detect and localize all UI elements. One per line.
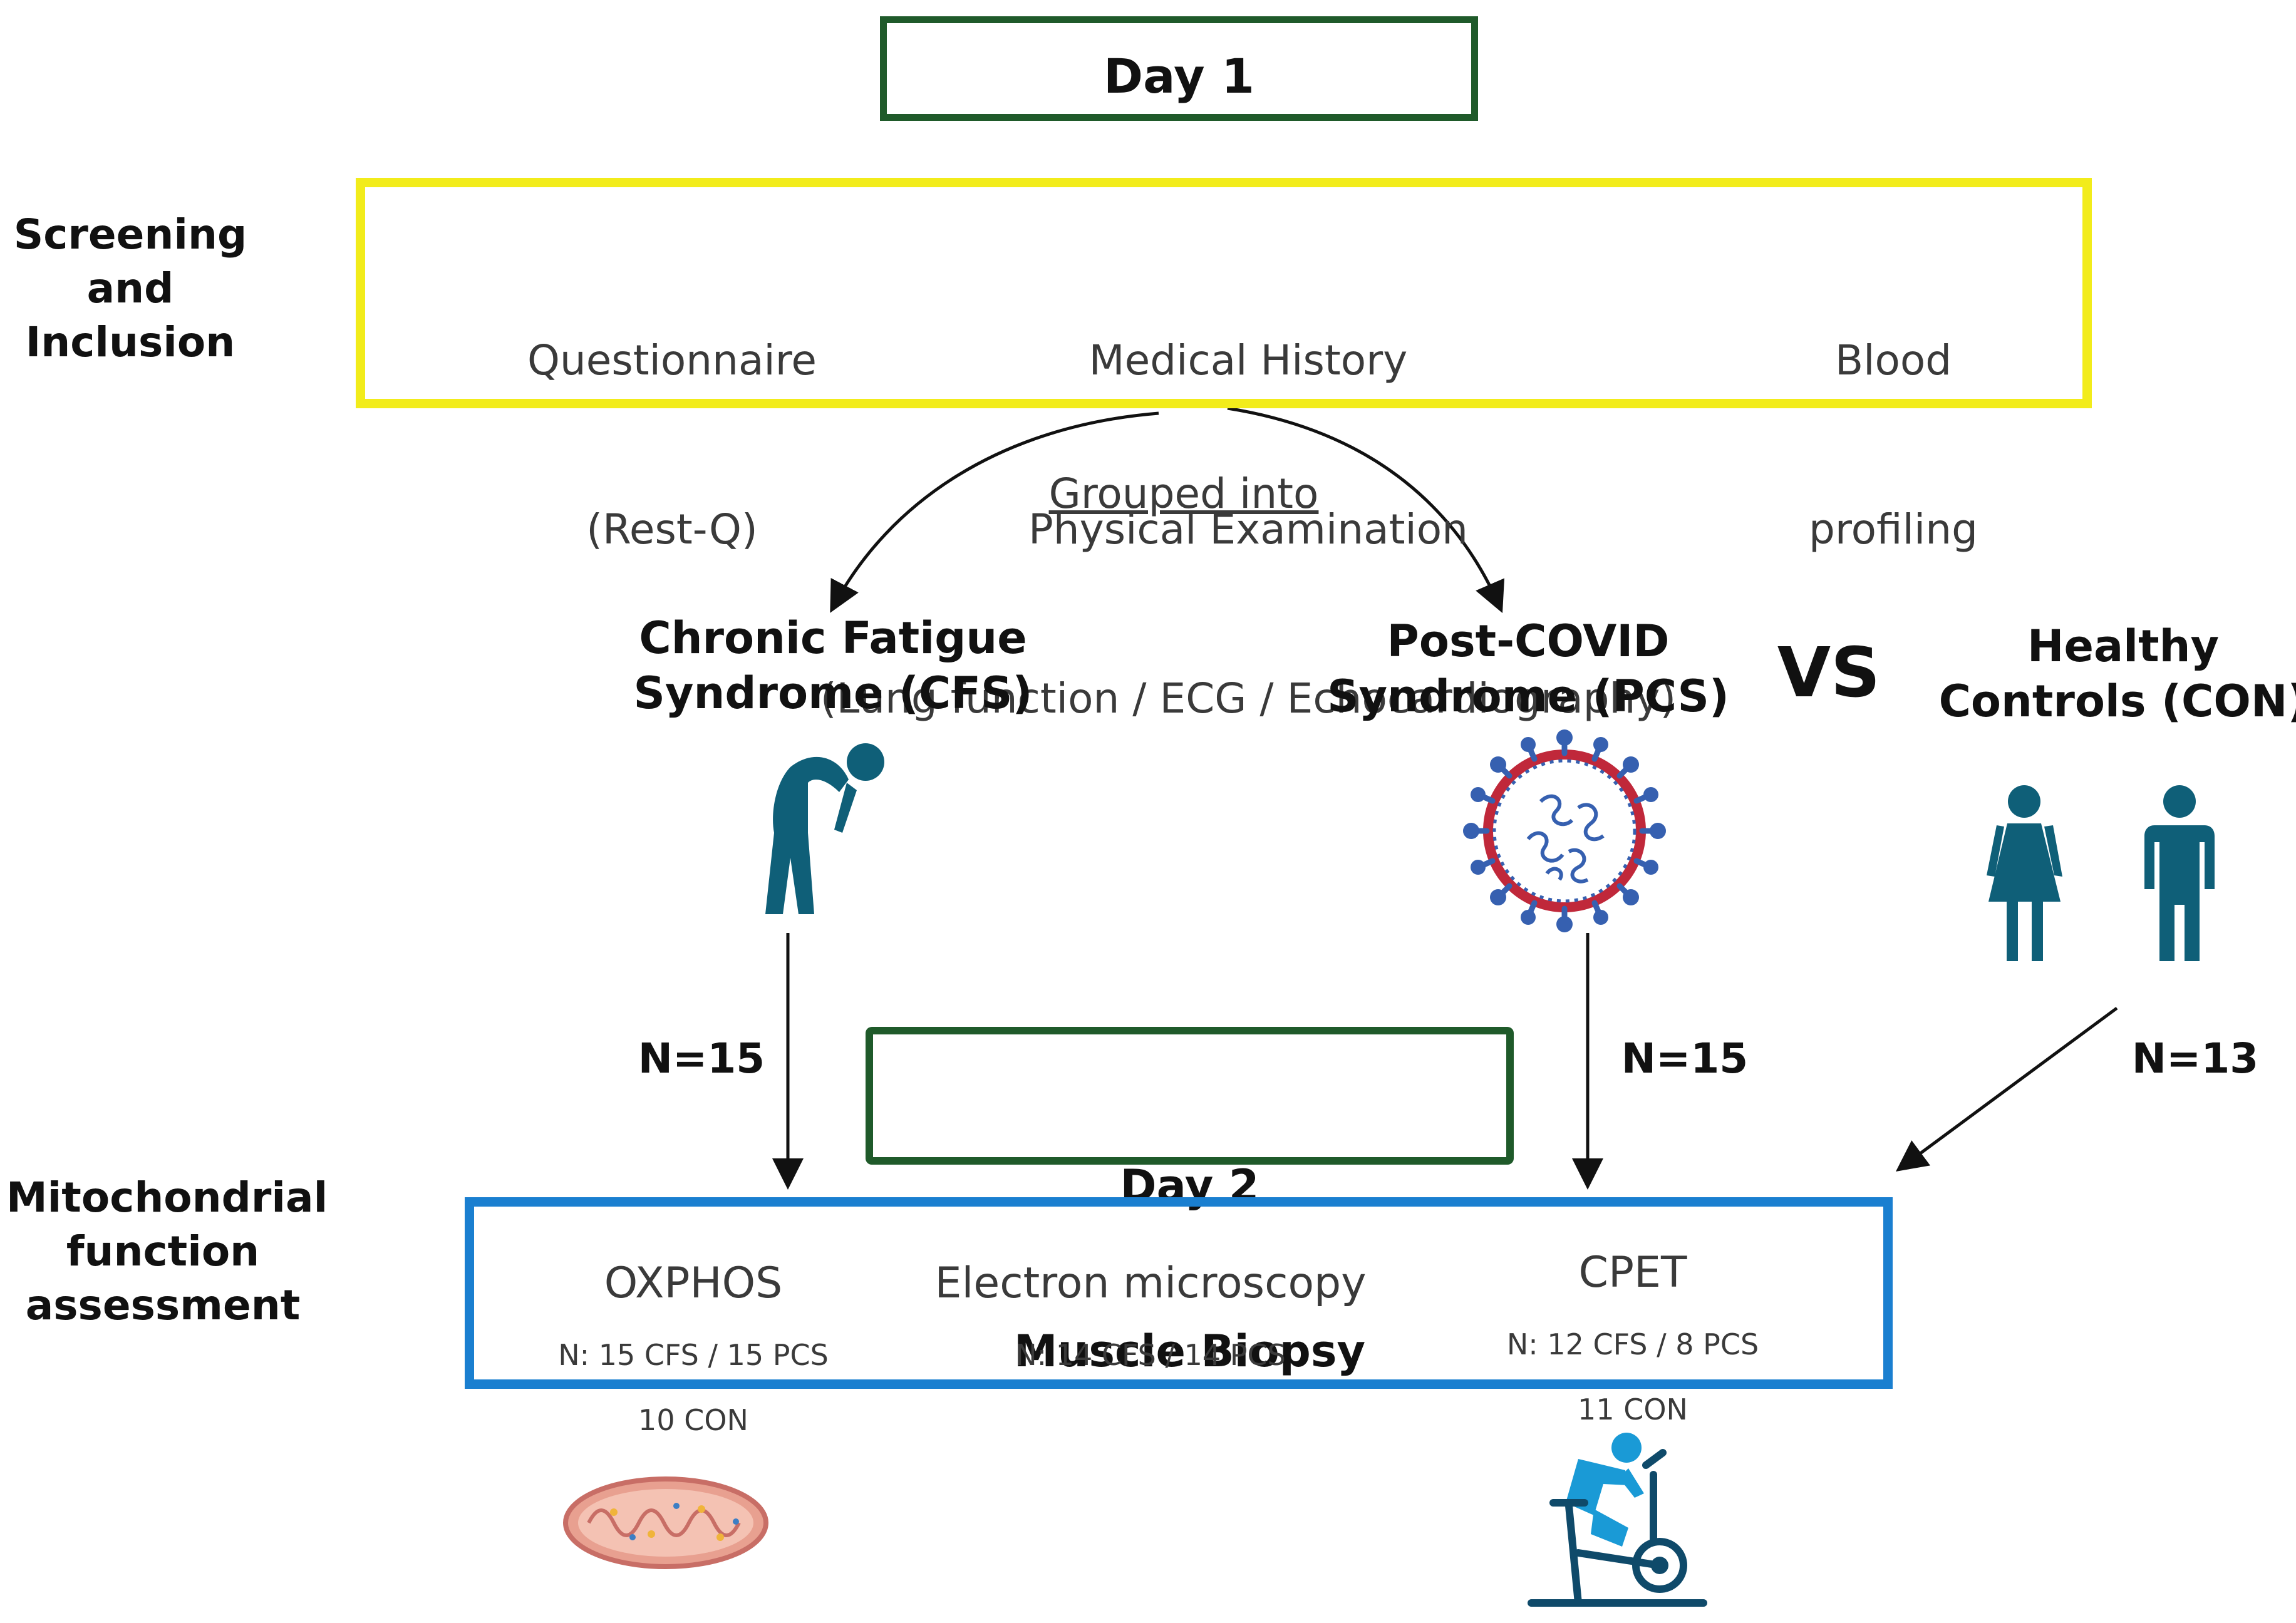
text-line: Blood: [1834, 336, 1952, 384]
cpet-title: CPET: [1578, 1248, 1687, 1297]
arrow-to-cfs: [830, 411, 1159, 613]
woman-icon: [1987, 785, 2062, 961]
medical-text: Medical History Physical Examination (Lu…: [804, 220, 1693, 840]
oxphos-line: 10 CON: [638, 1403, 748, 1437]
text-line: Muscle Biopsy: [1013, 1326, 1366, 1377]
side-line: assessment: [25, 1281, 301, 1329]
text-line: Physical Examination: [1028, 505, 1468, 554]
mito-assessment-box: OXPHOS N: 15 CFS / 15 PCS 10 CON Electro…: [465, 1197, 1893, 1437]
man-icon: [2144, 785, 2215, 961]
day2-box: Day 2 Muscle Biopsy: [866, 1027, 1514, 1377]
title-line: Syndrome (PCS): [1327, 671, 1729, 722]
mitochondrion-icon: [563, 1476, 768, 1569]
side-line: Screening: [13, 210, 247, 259]
blood-text: Blood profiling: [1768, 220, 2019, 671]
con-count: N=13: [2131, 1034, 2259, 1083]
exercise-bike-icon: [1528, 1433, 1707, 1607]
oxphos-block: OXPHOS N: 15 CFS / 15 PCS 10 CON: [524, 1233, 862, 1465]
oxphos-line: N: 15 CFS / 15 PCS: [558, 1338, 829, 1372]
text-line: (Rest-Q): [586, 505, 758, 554]
screening-side-label: Screening and Inclusion: [11, 208, 249, 369]
title-line: Chronic Fatigue: [639, 612, 1027, 664]
virus-icon: [1463, 729, 1666, 932]
vs-label: VS: [1777, 632, 1881, 713]
questionnaire-text: Questionnaire (Rest-Q): [434, 220, 910, 671]
text-line: profiling: [1809, 505, 1978, 554]
day1-box: Day 1: [880, 16, 1478, 121]
title-line: Post-COVID: [1387, 616, 1670, 667]
con-title: Healthy Controls (CON): [1929, 619, 2296, 729]
screening-box: Questionnaire (Rest-Q) Medical History P…: [356, 178, 2092, 723]
em-title: Electron microscopy: [934, 1259, 1367, 1308]
mito-side-label: Mitochondrial function assessment: [6, 1171, 328, 1332]
oxphos-title: OXPHOS: [604, 1259, 783, 1308]
arrow-con-diag: [1895, 1006, 2118, 1172]
text-line: (Lung function / ECG / Echocardiography): [820, 674, 1677, 723]
grouped-into-label: Grouped into: [1048, 470, 1319, 518]
cfs-count: N=15: [638, 1034, 765, 1083]
arrow-to-pcs: [1227, 406, 1505, 614]
side-line: Inclusion: [25, 318, 235, 366]
em-block: Electron microscopy N: 14 CFS / 14 PCS: [913, 1233, 1388, 1399]
side-line: function: [66, 1227, 260, 1275]
cpet-line: 11 CON: [1578, 1393, 1688, 1426]
cpet-block: CPET N: 12 CFS / 8 PCS 11 CON: [1464, 1222, 1802, 1454]
cpet-line: N: 12 CFS / 8 PCS: [1506, 1327, 1759, 1361]
day1-label: Day 1: [1104, 48, 1254, 104]
title-line: Syndrome (CFS): [633, 667, 1033, 719]
title-line: Healthy: [2027, 621, 2220, 672]
title-line: Controls (CON): [1938, 676, 2296, 727]
pcs-title: Post-COVID Syndrome (PCS): [1290, 614, 1766, 724]
fatigued-person-icon: [765, 743, 884, 914]
em-line: N: 14 CFS / 14 PCS: [1015, 1338, 1286, 1372]
text-line: Questionnaire: [527, 336, 817, 384]
side-line: and: [86, 264, 174, 312]
pcs-count: N=15: [1621, 1034, 1749, 1083]
cfs-title: Chronic Fatigue Syndrome (CFS): [595, 611, 1071, 721]
text-line: Medical History: [1089, 336, 1408, 384]
side-line: Mitochondrial: [6, 1173, 328, 1222]
